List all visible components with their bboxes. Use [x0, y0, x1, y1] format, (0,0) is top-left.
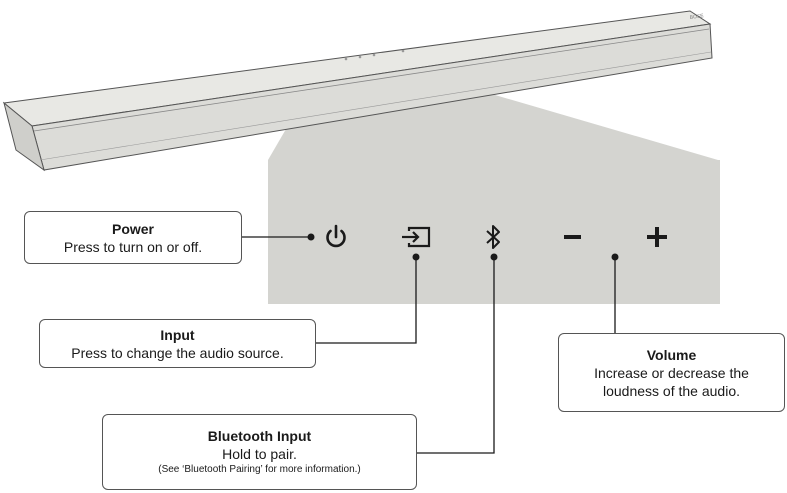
volume-callout-description-line1: Increase or decrease the [594, 364, 749, 381]
power-callout-title: Power [111, 220, 154, 237]
bluetooth-leader-dot [490, 253, 498, 261]
soundbar-end [3, 101, 45, 172]
power-leader-dot [307, 233, 315, 241]
input-callout: Input Press to change the audio source. [39, 319, 316, 368]
volume-down-button[interactable] [564, 235, 581, 239]
power-button[interactable] [326, 224, 346, 248]
input-leader [316, 257, 417, 344]
soundbar: BOSE [2, 10, 713, 172]
volume-up-button[interactable] [647, 227, 667, 247]
bluetooth-callout-description: Hold to pair. [222, 446, 297, 462]
input-callout-description: Press to change the audio source. [71, 344, 284, 361]
plus-icon [647, 227, 667, 247]
soundbar-edge-line [33, 28, 710, 132]
soundbar-logo: BOSE [689, 13, 704, 21]
power-icon [326, 224, 346, 248]
input-button[interactable] [402, 226, 431, 248]
input-leader-dot [412, 253, 420, 261]
power-callout: Power Press to turn on or off. [24, 211, 242, 264]
volume-leader-dot [611, 253, 619, 261]
bluetooth-callout: Bluetooth Input Hold to pair. (See ‘Blue… [102, 414, 417, 490]
bluetooth-leader [417, 257, 495, 454]
power-callout-description: Press to turn on or off. [63, 238, 203, 255]
bluetooth-callout-note: (See ‘Bluetooth Pairing’ for more inform… [158, 464, 361, 475]
bluetooth-button[interactable] [486, 225, 500, 249]
leader-dots [307, 233, 619, 261]
soundbar-grille-line [39, 51, 712, 161]
input-source-icon [402, 226, 431, 248]
minus-icon [564, 235, 581, 239]
input-callout-title: Input [160, 326, 195, 343]
bluetooth-icon [486, 225, 500, 249]
leader-lines [242, 236, 616, 454]
volume-callout: Volume Increase or decrease the loudness… [558, 333, 785, 412]
soundbar-top-buttons [344, 49, 405, 61]
volume-callout-title: Volume [646, 346, 697, 363]
bluetooth-callout-title: Bluetooth Input [207, 428, 312, 444]
volume-callout-description-line2: loudness of the audio. [603, 382, 740, 399]
